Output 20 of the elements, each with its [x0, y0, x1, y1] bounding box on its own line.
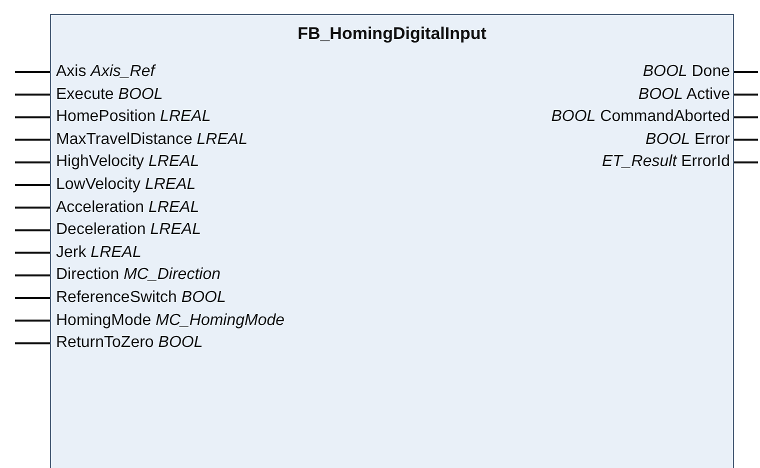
input-pin-label: MaxTravelDistance LREAL — [56, 130, 248, 149]
input-pin-label: HomePosition LREAL — [56, 108, 211, 126]
output-pin-label: BOOL Active — [638, 86, 730, 104]
input-pin-label: Acceleration LREAL — [56, 198, 200, 217]
output-pin-label: BOOL Done — [642, 63, 730, 81]
function-block — [50, 14, 734, 468]
output-pin-label: BOOL Error — [646, 130, 730, 149]
output-pin-label: ET_Result ErrorId — [602, 153, 730, 172]
output-pin-label: BOOL CommandAborted — [551, 108, 730, 126]
input-pin-label: HighVelocity LREAL — [56, 153, 200, 172]
input-pin-label: Direction MC_Direction — [56, 266, 220, 284]
input-pin-label: ReturnToZero BOOL — [56, 334, 203, 352]
input-pin-label: ReferenceSwitch BOOL — [56, 289, 226, 307]
input-pin-label: Axis Axis_Ref — [56, 63, 155, 81]
input-pin-label: Jerk LREAL — [56, 244, 142, 262]
input-pin-label: Deceleration LREAL — [56, 221, 201, 240]
input-pin-label: LowVelocity LREAL — [56, 176, 196, 194]
input-pin-label: HomingMode MC_HomingMode — [56, 312, 285, 330]
input-pin-label: Execute BOOL — [56, 86, 163, 104]
block-title: FB_HomingDigitalInput — [298, 24, 486, 44]
